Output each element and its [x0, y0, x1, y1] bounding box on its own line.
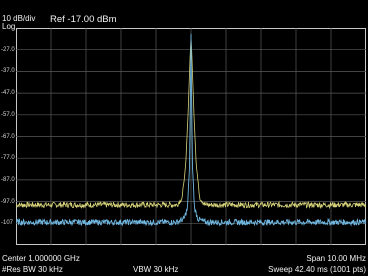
resolution-bandwidth: #Res BW 30 kHz — [2, 265, 63, 274]
center-frequency: Center 1.000000 GHz — [2, 254, 80, 263]
y-tick-label: -107 — [1, 220, 14, 227]
y-tick-label: -67.0 — [1, 133, 15, 140]
graticule — [16, 28, 366, 245]
reference-level: Ref -17.00 dBm — [50, 14, 117, 25]
frequency-span: Span 10.00 MHz — [306, 254, 366, 263]
y-tick-label: -27.0 — [1, 46, 15, 53]
y-tick-label: -77.0 — [1, 155, 15, 162]
y-tick-label: -47.0 — [1, 90, 15, 97]
traces — [16, 33, 366, 227]
video-bandwidth: VBW 30 kHz — [133, 265, 179, 274]
y-tick-label: -57.0 — [1, 111, 15, 118]
scale-type: Log — [2, 22, 16, 31]
y-tick-label: -87.0 — [1, 176, 15, 183]
scale-per-division: 10 dB/div — [2, 14, 36, 23]
spectrum-plot — [16, 28, 366, 245]
y-tick-label: -37.0 — [1, 68, 15, 75]
trace-blue — [16, 33, 366, 227]
sweep-time: Sweep 42.40 ms (1001 pts) — [268, 265, 366, 274]
y-tick-label: -97.0 — [1, 198, 15, 205]
